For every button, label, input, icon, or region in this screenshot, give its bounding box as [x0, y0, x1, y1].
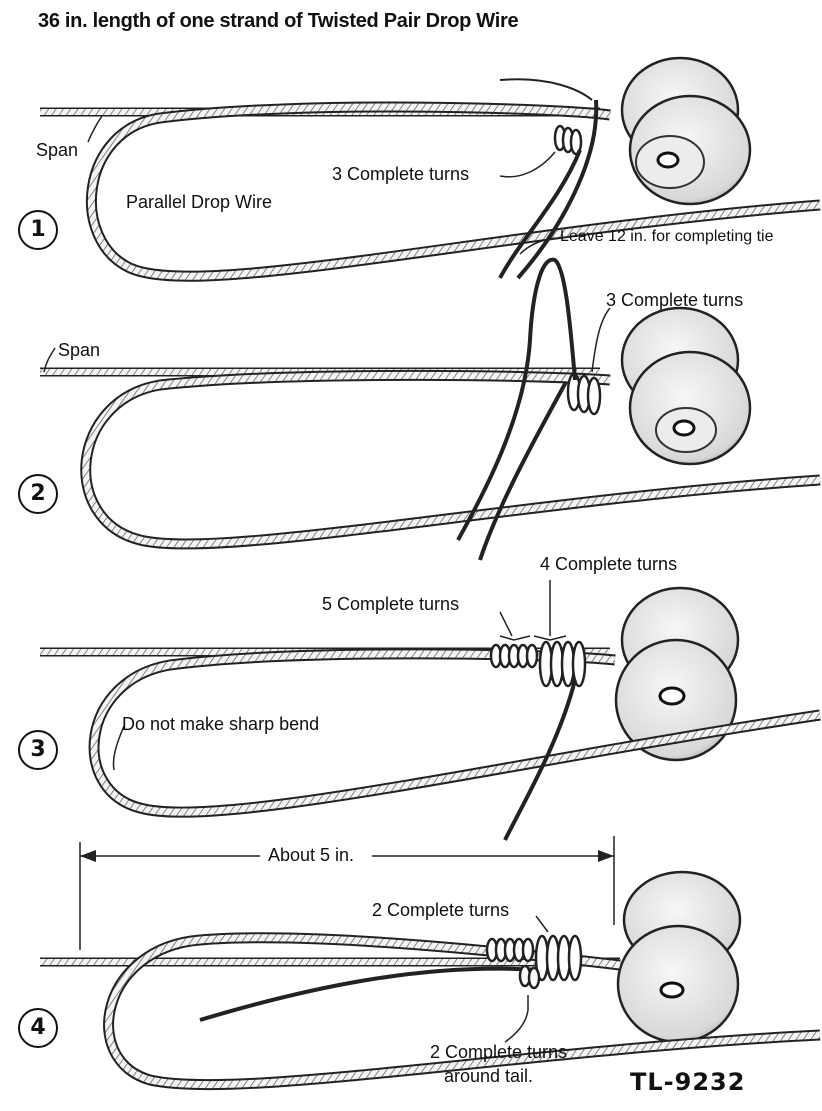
step-2-number: 2: [18, 474, 58, 514]
step-1-span-label: Span: [36, 140, 78, 161]
step-3-turns-b-label: 4 Complete turns: [540, 554, 677, 575]
step-1-drop-wire-label: Parallel Drop Wire: [126, 192, 272, 213]
step-4-tail-label: around tail.: [444, 1066, 533, 1087]
step-1-leave-label: Leave 12 in. for completing tie: [560, 228, 773, 246]
step-4-turns-a-label: 2 Complete turns: [372, 900, 509, 921]
step-4-number: 4: [18, 1008, 58, 1048]
figure-id: TL-9232: [630, 1068, 745, 1096]
step-2-span-label: Span: [58, 340, 100, 361]
step-3-number: 3: [18, 730, 58, 770]
step-3-drawing: [40, 580, 820, 840]
step-1-turns-label: 3 Complete turns: [332, 164, 469, 185]
step-4-turns-b-label: 2 Complete turns: [430, 1042, 567, 1063]
step-3-bend-label: Do not make sharp bend: [122, 714, 319, 735]
step-4-dimension-label: About 5 in.: [268, 845, 354, 866]
step-3-turns-a-label: 5 Complete turns: [322, 594, 459, 615]
diagram-title: 36 in. length of one strand of Twisted P…: [38, 10, 518, 33]
step-2-turns-label: 3 Complete turns: [606, 290, 743, 311]
step-1-number: 1: [18, 210, 58, 250]
